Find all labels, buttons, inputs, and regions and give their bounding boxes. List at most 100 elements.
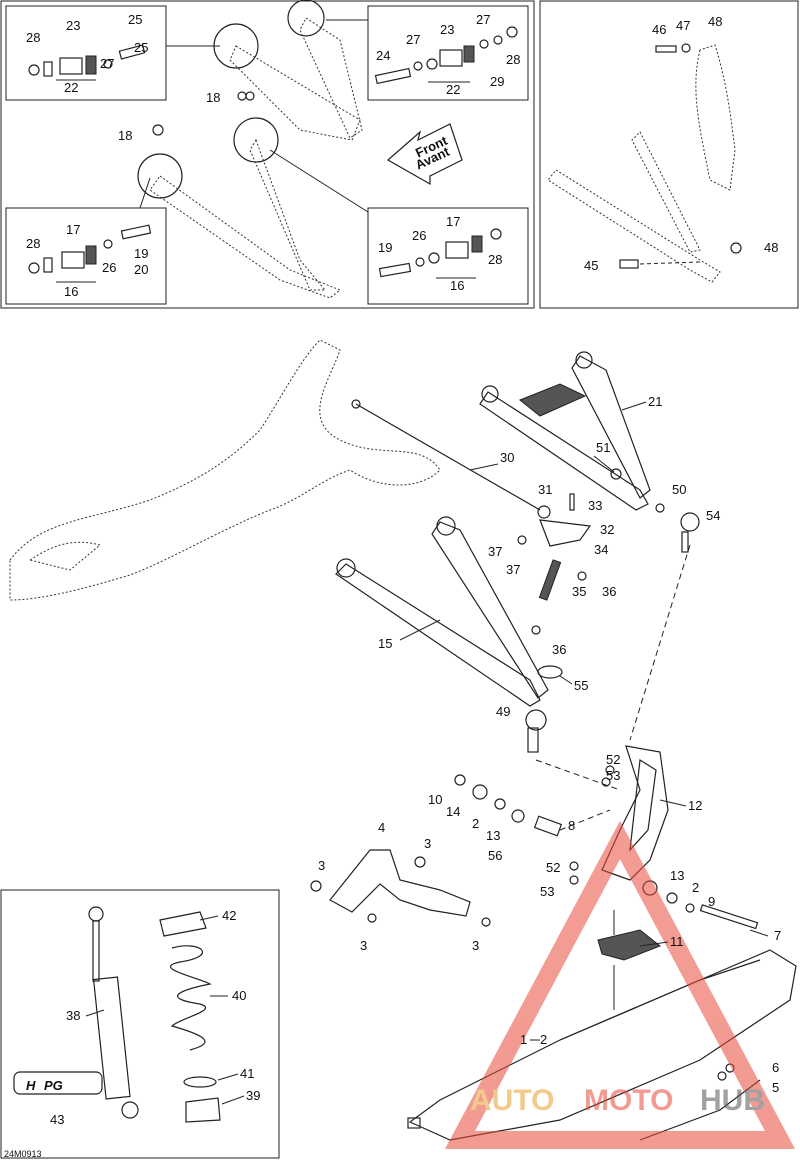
callout-53-lower: 53 — [540, 884, 554, 899]
callout-28-right: 28 — [506, 52, 520, 67]
callout-7: 7 — [774, 928, 781, 943]
callout-48-top: 48 — [708, 14, 722, 29]
watermark: AUTO MOTO HUB — [445, 820, 795, 1149]
callout-43: 43 — [50, 1112, 64, 1127]
callout-22-right: 22 — [446, 82, 460, 97]
callout-32: 32 — [600, 522, 614, 537]
callout-1: 1 — [520, 1032, 527, 1047]
callout-49: 49 — [496, 704, 510, 719]
callout-3-left: 3 — [318, 858, 325, 873]
inset-box-upper-right — [367, 5, 529, 101]
callout-15: 15 — [378, 636, 392, 651]
callout-22: 22 — [64, 80, 78, 95]
chassis-frame-outline — [9, 339, 441, 601]
callout-26: 26 — [102, 260, 116, 275]
steering-bracket — [517, 493, 592, 635]
shock-mount-assembly — [547, 43, 742, 283]
watermark-word-2: MOTO — [584, 1084, 673, 1117]
callout-13-lower: 13 — [670, 868, 684, 883]
bushing-stack-lower-left — [28, 224, 152, 274]
callout-36-lower: 36 — [552, 642, 566, 657]
callout-37: 37 — [488, 544, 502, 559]
spring-stopper — [183, 1076, 221, 1123]
callout-14: 14 — [446, 804, 460, 819]
bushing-stack-upper-right — [374, 26, 518, 85]
callout-53: 53 — [606, 768, 620, 783]
callout-30: 30 — [500, 450, 514, 465]
spring — [159, 911, 212, 1051]
shock-absorber — [88, 906, 139, 1119]
watermark-word-1: AUTO — [470, 1084, 554, 1117]
callout-20: 20 — [134, 262, 148, 277]
spindle — [569, 745, 669, 885]
callout-10: 10 — [428, 792, 442, 807]
callout-40: 40 — [232, 988, 246, 1003]
inset-box-upper-left — [5, 5, 167, 101]
callout-19-right: 19 — [378, 240, 392, 255]
callout-36: 36 — [602, 584, 616, 599]
figure-code: 24M0913 — [4, 1149, 42, 1159]
callout-17: 17 — [66, 222, 80, 237]
callout-18: 18 — [118, 128, 132, 143]
svg-text:H: H — [26, 1078, 36, 1093]
front-direction-arrow: Front Avant — [386, 123, 463, 186]
callout-3-top: 3 — [424, 836, 431, 851]
ball-joint-upper — [655, 503, 700, 553]
callout-2-upper: 2 — [472, 816, 479, 831]
spindle-bushing-stack — [454, 774, 563, 837]
leader-lines — [56, 79, 769, 1105]
callout-52: 52 — [606, 752, 620, 767]
callout-56: 56 — [488, 848, 502, 863]
svg-text:PG: PG — [44, 1078, 63, 1093]
callout-13-upper: 13 — [486, 828, 500, 843]
callout-25: 25 — [134, 40, 148, 55]
tie-rod — [351, 399, 551, 519]
callout-16-right: 16 — [450, 278, 464, 293]
callout-3-bottom: 3 — [360, 938, 367, 953]
callout-2-ski: 2 — [540, 1032, 547, 1047]
callout-48: 48 — [764, 240, 778, 255]
callout-45: 45 — [584, 258, 598, 273]
callout-23-right: 23 — [440, 22, 454, 37]
inset-box-lower-right — [367, 207, 529, 305]
callout-35: 35 — [572, 584, 586, 599]
callout-50: 50 — [672, 482, 686, 497]
callout-26-right: 26 — [412, 228, 426, 243]
callout-3-right: 3 — [472, 938, 479, 953]
callout-27: 27 — [100, 56, 114, 71]
callout-21: 21 — [648, 394, 662, 409]
callout-27-right-top: 27 — [476, 12, 490, 27]
shock-mount-detail-panel — [539, 0, 799, 309]
callout-33: 33 — [588, 498, 602, 513]
callout-16: 16 — [64, 284, 78, 299]
upper-a-arm — [479, 351, 651, 511]
lower-a-arm — [335, 516, 563, 707]
callout-28-lower-right: 28 — [488, 252, 502, 267]
callout-31: 31 — [538, 482, 552, 497]
callout-38: 38 — [66, 1008, 80, 1023]
callout-54: 54 — [706, 508, 720, 523]
callout-39: 39 — [246, 1088, 260, 1103]
callout-8: 8 — [568, 818, 575, 833]
chassis-cutout — [28, 541, 102, 571]
callout-11: 11 — [670, 934, 684, 949]
bushing-stack-lower-right — [378, 228, 502, 278]
callout-34: 34 — [594, 542, 608, 557]
shock-absorber-panel — [0, 889, 280, 1159]
callout-19: 19 — [134, 246, 148, 261]
callout-55: 55 — [574, 678, 588, 693]
callout-42: 42 — [222, 908, 236, 923]
callout-18-top: 18 — [206, 90, 220, 105]
callout-28-lower: 28 — [26, 236, 40, 251]
callout-46: 46 — [652, 22, 666, 37]
watermark-word-3: HUB — [700, 1084, 765, 1117]
callout-41: 41 — [240, 1066, 254, 1081]
callout-12: 12 — [688, 798, 702, 813]
callout-28: 28 — [26, 30, 40, 45]
callout-25-top: 25 — [128, 12, 142, 27]
callout-47: 47 — [676, 18, 690, 33]
callout-4: 4 — [378, 820, 385, 835]
callout-24: 24 — [376, 48, 390, 63]
upper-a-arm-top-view — [137, 0, 363, 299]
ball-joint-lower — [525, 709, 547, 753]
